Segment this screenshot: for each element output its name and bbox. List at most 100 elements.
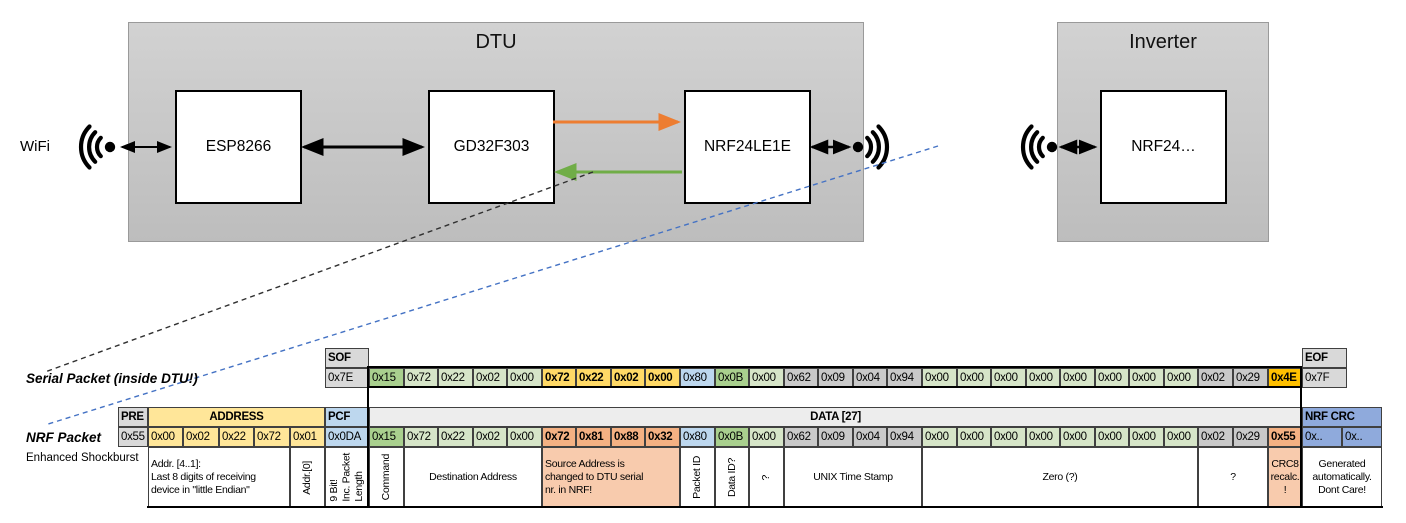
nrf24le1e-box: NRF24LE1E	[684, 90, 811, 204]
nrf-data-byte-cell: 0x32	[645, 427, 680, 447]
nrf-address-byte-cell: 0x72	[254, 427, 290, 447]
serial-byte-cell: 0x80	[680, 368, 715, 388]
serial-byte-cell: 0x02	[611, 368, 645, 388]
gen-note: Generated automatically. Dont Care!	[1302, 447, 1382, 508]
unix-note: UNIX Time Stamp	[784, 447, 922, 508]
serial-byte-cell: 0x00	[1060, 368, 1095, 388]
serial-byte-cell: 0x0B	[715, 368, 749, 388]
nrf-data-byte-cell: 0x00	[1060, 427, 1095, 447]
nrf-address-byte-cell: 0x22	[219, 427, 254, 447]
eof-value-cell: 0x7F	[1302, 368, 1347, 388]
serial-byte-cell: 0x02	[1198, 368, 1233, 388]
serial-byte-cell: 0x00	[1129, 368, 1164, 388]
nrf-data-byte-cell: 0x00	[991, 427, 1026, 447]
serial-data-top-border	[368, 366, 1302, 368]
serial-byte-cell: 0x00	[1026, 368, 1060, 388]
serial-byte-cell: 0x62	[784, 368, 818, 388]
nrf-data-byte-cell: 0x02	[1198, 427, 1233, 447]
src-note: Source Address is changed to DTU serial …	[542, 447, 680, 508]
serial-data-bottom-border	[368, 386, 1302, 388]
esp8266-box: ESP8266	[175, 90, 302, 204]
data-group-right-border	[1300, 366, 1302, 508]
serial-byte-cell: 0x00	[1164, 368, 1198, 388]
serial-packet-label: Serial Packet (inside DTU!)	[26, 371, 198, 386]
inverter-title: Inverter	[1129, 31, 1197, 53]
nrf-crc-header-cell: NRF CRC	[1302, 407, 1382, 427]
crc8-note: CRC8 recalc. !	[1268, 447, 1302, 508]
serial-byte-cell: 0x94	[887, 368, 922, 388]
pre-header-cell: PRE	[118, 407, 148, 427]
nrf-data-byte-cell: 0x81	[576, 427, 611, 447]
address-header-cell: ADDRESS	[148, 407, 325, 427]
serial-byte-cell: 0x72	[404, 368, 438, 388]
nrf-address-byte-cell: 0x02	[183, 427, 219, 447]
pcf-value-cell: 0x0DA	[325, 427, 369, 447]
nrf-data-byte-cell: 0x62	[784, 427, 818, 447]
nrf-data-byte-cell: 0x15	[369, 427, 404, 447]
inverter-group-box: Inverter	[1057, 22, 1269, 242]
nrf-data-byte-cell: 0x72	[542, 427, 576, 447]
pre-value-cell: 0x55	[118, 427, 148, 447]
nrf-data-byte-cell: 0x00	[749, 427, 784, 447]
nrf-packet-label: NRF Packet	[26, 430, 102, 445]
wifi-left-icon	[78, 124, 116, 170]
nrf-data-byte-cell: 0x80	[680, 427, 715, 447]
eof-header-cell: EOF	[1302, 348, 1347, 368]
data-group-left-border	[367, 366, 369, 508]
nrf-data-byte-cell: 0x0B	[715, 427, 749, 447]
serial-byte-cell: 0x00	[1095, 368, 1129, 388]
inverter-nrf24-box: NRF24…	[1100, 90, 1227, 204]
serial-byte-cell: 0x00	[991, 368, 1026, 388]
serial-byte-cell: 0x04	[853, 368, 887, 388]
nrf-data-byte-cell: 0x00	[1164, 427, 1198, 447]
nrf-data-byte-cell: 0x02	[473, 427, 507, 447]
nrf-data-byte-cell: 0x09	[818, 427, 853, 447]
serial-byte-cell: 0x22	[576, 368, 611, 388]
nrf-data-byte-cell: 0x04	[853, 427, 887, 447]
data-header-cell: DATA [27]	[369, 407, 1302, 427]
nrf-data-byte-cell: 0x00	[922, 427, 957, 447]
nrf-data-byte-cell: 0x00	[957, 427, 991, 447]
nrf-data-byte-cell: 0x29	[1233, 427, 1268, 447]
dest-note: Destination Address	[404, 447, 542, 508]
pcf-note: 9 Bit! Inc. Packet Length	[325, 447, 369, 508]
serial-byte-cell: 0x00	[749, 368, 784, 388]
serial-byte-cell: 0x29	[1233, 368, 1268, 388]
sof-value-cell: 0x7E	[325, 368, 369, 388]
nrf-data-byte-cell: 0x55	[1268, 427, 1302, 447]
q1-note: ?	[749, 447, 784, 508]
gd32f303-box: GD32F303	[428, 90, 555, 204]
serial-byte-cell: 0x09	[818, 368, 853, 388]
nrf-data-byte-cell: 0x00	[507, 427, 542, 447]
pcf-header-cell: PCF	[325, 407, 369, 427]
serial-byte-cell: 0x72	[542, 368, 576, 388]
data-id-note: Data ID?	[715, 447, 749, 508]
dtu-title: DTU	[475, 31, 517, 53]
serial-byte-cell: 0x15	[369, 368, 404, 388]
nrf-data-byte-cell: 0x00	[1026, 427, 1060, 447]
serial-byte-cell: 0x4E	[1268, 368, 1302, 388]
nrf-data-byte-cell: 0x00	[1095, 427, 1129, 447]
nrf-data-byte-cell: 0x22	[438, 427, 473, 447]
inverter-radio-icon	[1020, 124, 1058, 170]
nrf-data-byte-cell: 0x72	[404, 427, 438, 447]
addr-note: Addr. [4..1]: Last 8 digits of receiving…	[148, 447, 290, 508]
nrf-crc-byte-cell: 0x..	[1302, 427, 1342, 447]
packet-id-note: Packet ID	[680, 447, 715, 508]
enhanced-shockburst-label: Enhanced Shockburst	[26, 452, 139, 464]
q2-note: ?	[1198, 447, 1268, 508]
sof-header-cell: SOF	[325, 348, 369, 368]
command-note: Command	[369, 447, 404, 508]
wifi-label: WiFi	[20, 138, 50, 155]
nrf-crc-byte-cell: 0x..	[1342, 427, 1382, 447]
serial-byte-cell: 0x00	[922, 368, 957, 388]
serial-byte-cell: 0x00	[957, 368, 991, 388]
addr0-note: Addr.[0]	[290, 447, 325, 508]
serial-byte-cell: 0x02	[473, 368, 507, 388]
nrf-data-byte-cell: 0x88	[611, 427, 645, 447]
nrf-data-byte-cell: 0x94	[887, 427, 922, 447]
zero-note: Zero (?)	[922, 447, 1198, 508]
serial-byte-cell: 0x00	[645, 368, 680, 388]
serial-byte-cell: 0x00	[507, 368, 542, 388]
